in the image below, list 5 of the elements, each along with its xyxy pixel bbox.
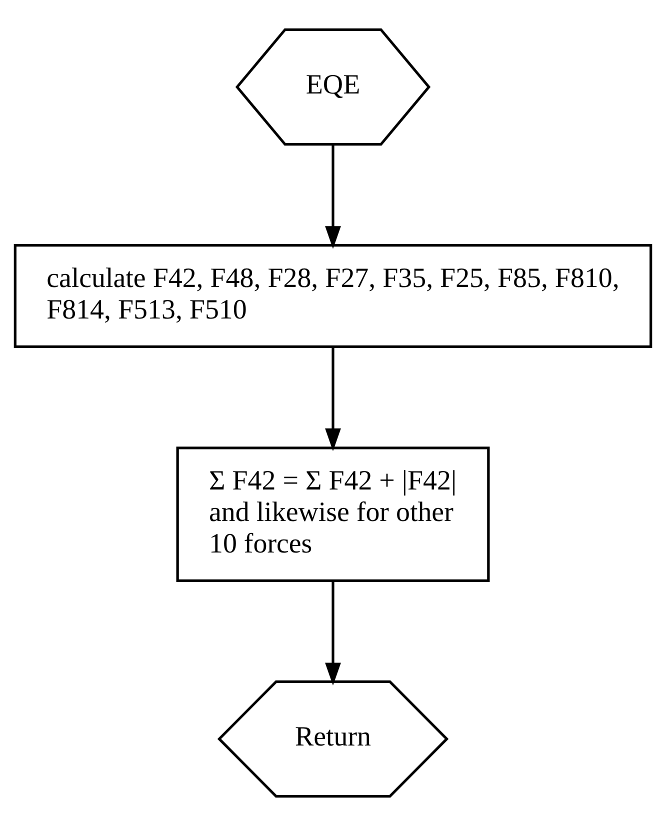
node-box: calculate F42, F48, F28, F27, F35, F25, F85, F810, F814, F513, F510: [14, 244, 652, 348]
node-box: Σ F42 = Σ F42 + |F42| and likewise for other 10 forces: [176, 446, 490, 582]
arrow: [325, 144, 341, 249]
arrow: [325, 347, 341, 452]
arrow: [325, 581, 341, 686]
